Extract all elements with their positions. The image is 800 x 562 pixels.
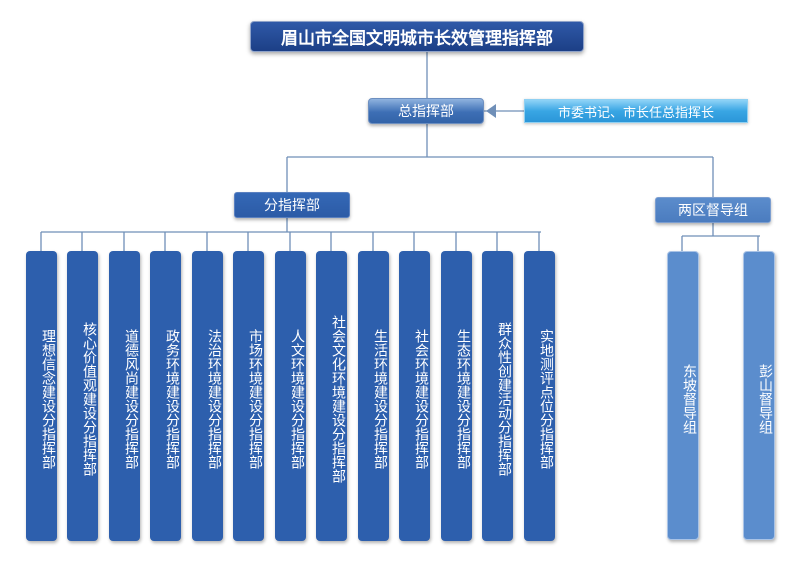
region-unit-column: 东坡督导组 xyxy=(667,251,699,540)
sub-unit-column: 政务环境建设分指挥部 xyxy=(150,251,181,541)
region-unit-column: 彭山督导组 xyxy=(743,251,775,540)
leader-note-box: 市委书记、市长任总指挥长 xyxy=(524,99,748,123)
sub-unit-column: 社会文化环境建设分指挥部 xyxy=(316,251,347,541)
sub-unit-column: 群众性创建活动分指挥部 xyxy=(482,251,513,541)
sub-unit-column: 生态环境建设分指挥部 xyxy=(441,251,472,541)
arrow-head xyxy=(486,104,496,118)
headquarters-box: 总指挥部 xyxy=(368,98,484,124)
region-group-box: 两区督导组 xyxy=(655,197,771,223)
sub-unit-column: 道德风尚建设分指挥部 xyxy=(109,251,140,541)
sub-unit-column: 理想信念建设分指挥部 xyxy=(26,251,57,541)
sub-command-box: 分指挥部 xyxy=(234,192,350,218)
org-title: 眉山市全国文明城市长效管理指挥部 xyxy=(250,21,584,52)
sub-unit-column: 社会环境建设分指挥部 xyxy=(399,251,430,541)
sub-unit-column: 市场环境建设分指挥部 xyxy=(233,251,264,541)
sub-unit-column: 核心价值观建设分指挥部 xyxy=(67,251,98,541)
sub-unit-column: 生活环境建设分指挥部 xyxy=(358,251,389,541)
sub-unit-column: 人文环境建设分指挥部 xyxy=(275,251,306,541)
sub-unit-column: 法治环境建设分指挥部 xyxy=(192,251,223,541)
sub-unit-column: 实地测评点位分指挥部 xyxy=(524,251,555,541)
